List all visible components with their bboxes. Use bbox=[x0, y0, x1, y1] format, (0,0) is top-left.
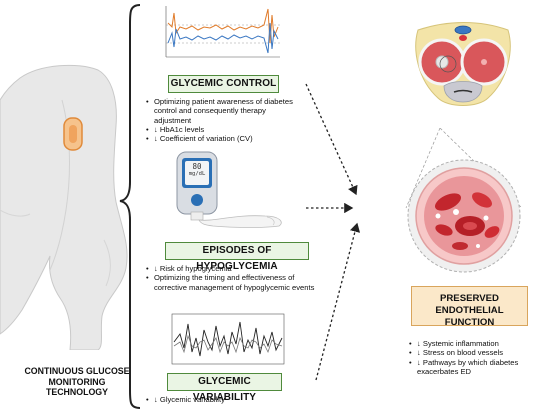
blood-vessel-zoom-illustration bbox=[405, 128, 523, 273]
list-item: ↓ Stress on blood vessels bbox=[408, 348, 548, 358]
list-item: ↓ Glycemic variability bbox=[145, 395, 295, 405]
list-item: ↓ Risk of hypoglycemia bbox=[145, 264, 315, 274]
glycemic-control-bullets: Optimizing patient awareness of diabetes… bbox=[145, 97, 295, 144]
human-figure-illustration bbox=[0, 64, 128, 350]
glycemic-variability-graph bbox=[171, 313, 285, 365]
list-item: ↓ Pathways by which diabetes exacerbates… bbox=[408, 358, 548, 377]
list-item: ↓ HbA1c levels bbox=[145, 125, 295, 135]
cgm-title: CONTINUOUS GLUCOSE MONITORING TECHNOLOGY bbox=[24, 366, 130, 397]
hypoglycemia-bullets: ↓ Risk of hypoglycemia Optimizing the ti… bbox=[145, 264, 315, 292]
list-item: Optimizing the timing and effectiveness … bbox=[145, 273, 315, 292]
cgm-sensor-icon bbox=[63, 117, 83, 151]
outcome-bullets: ↓ Systemic inflammation ↓ Stress on bloo… bbox=[408, 339, 548, 376]
glucometer-illustration bbox=[176, 151, 282, 228]
penile-cross-section-illustration bbox=[415, 22, 511, 106]
list-item: Optimizing patient awareness of diabetes… bbox=[145, 97, 295, 125]
glycemic-control-graph bbox=[165, 6, 280, 58]
glycemic-variability-bullets: ↓ Glycemic variability bbox=[145, 395, 295, 405]
grouping-brace bbox=[119, 4, 141, 409]
list-item: ↓ Coefficient of variation (CV) bbox=[145, 134, 295, 144]
glucometer-display: 80 mg/dL bbox=[188, 162, 206, 177]
preserved-endothelial-function-box: PRESERVED ENDOTHELIAL FUNCTION bbox=[411, 286, 528, 328]
glycemic-control-label: GLYCEMIC CONTROL bbox=[168, 75, 279, 93]
list-item: ↓ Systemic inflammation bbox=[408, 339, 548, 349]
